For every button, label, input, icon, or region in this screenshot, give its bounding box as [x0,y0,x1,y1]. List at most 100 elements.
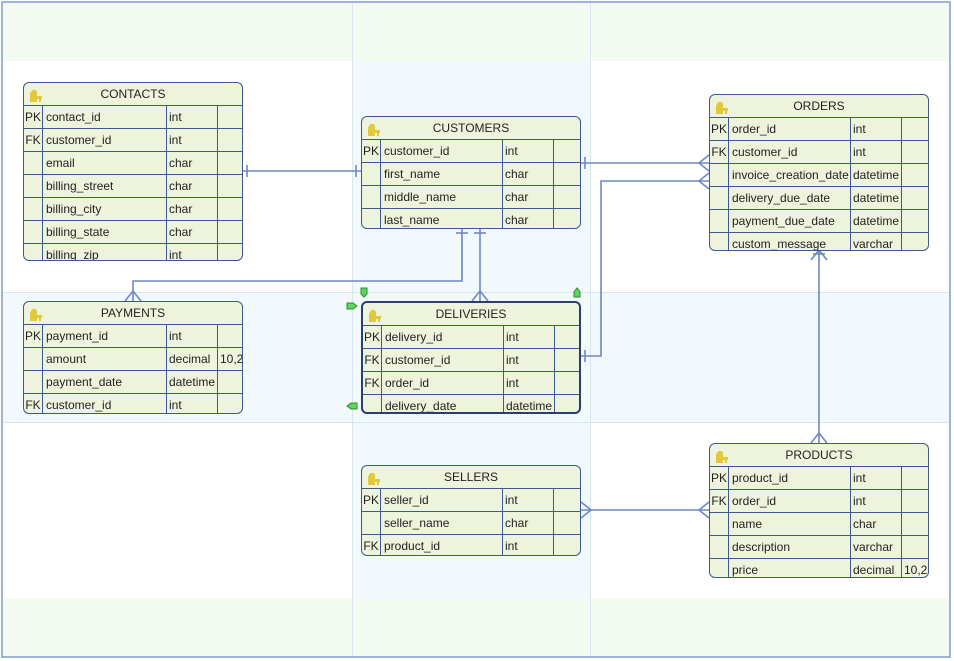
key-marker: PK [363,326,382,348]
attribute-name: billing_street [43,175,167,197]
key-marker [362,186,381,208]
attribute-type: int [851,490,902,512]
attribute-name: order_id [382,372,504,394]
attribute-size [554,489,580,511]
entity-header[interactable]: PRODUCTS [710,444,928,467]
table-key-icon [369,307,382,322]
attribute-type: int [167,394,218,413]
entity-title: ORDERS [793,99,845,113]
entity-header[interactable]: CONTACTS [24,83,242,106]
attribute-name: product_id [381,535,503,555]
attribute-name: customer_id [382,349,504,371]
attribute-name: seller_name [381,512,503,534]
attribute-name: customer_id [381,140,503,162]
table-key-icon [368,121,381,136]
attribute-size [902,490,928,512]
attribute-size [902,513,928,535]
key-marker: FK [363,349,382,371]
attribute-size [218,244,242,260]
entity-header[interactable]: ORDERS [710,95,928,118]
attribute-size [218,152,242,174]
attribute-name: payment_due_date [729,210,851,232]
key-marker [24,152,43,174]
attribute-size [555,372,579,394]
attribute-size [218,371,242,393]
attribute-type: int [851,118,902,140]
attribute-type: datetime [851,164,902,186]
attribute-size [555,326,579,348]
attribute-type: datetime [851,187,902,209]
attribute-name: product_id [729,467,851,489]
attribute-type: datetime [167,371,218,393]
key-marker [710,164,729,186]
entity-title: PAYMENTS [100,306,166,320]
entity-header[interactable]: CUSTOMERS [362,117,580,140]
entity-header[interactable]: PAYMENTS [24,302,242,325]
attribute-type: int [504,372,555,394]
entity-header[interactable]: DELIVERIES [363,303,579,326]
key-marker [363,395,382,412]
entity-header[interactable]: SELLERS [362,466,580,489]
attribute-type: int [504,349,555,371]
swimlane-divider [352,3,353,658]
key-marker: FK [363,372,382,394]
key-marker: FK [710,141,729,163]
attribute-name: price [729,559,851,577]
entity-title: CUSTOMERS [432,121,510,135]
key-marker [362,512,381,534]
attribute-type: decimal [851,559,902,577]
attribute-type: varchar [851,233,902,250]
attribute-size [902,118,928,140]
attribute-size [554,512,580,534]
attribute-name: last_name [381,209,503,228]
attribute-name: description [729,536,851,558]
attribute-size [902,141,928,163]
attribute-type: varchar [851,536,902,558]
attribute-type: char [167,221,218,243]
resize-handle [573,287,581,298]
attribute-type: int [167,325,218,347]
attribute-size [902,210,928,232]
